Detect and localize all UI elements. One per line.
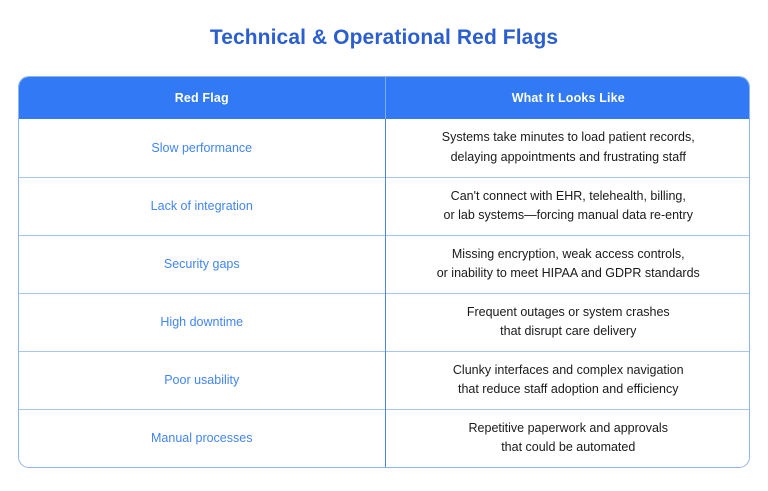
column-header-what-it-looks-like: What It Looks Like bbox=[385, 77, 749, 119]
table-header-row: Red Flag What It Looks Like bbox=[19, 77, 749, 119]
red-flag-description: Repetitive paperwork and approvals that … bbox=[385, 408, 749, 467]
red-flag-label: Manual processes bbox=[19, 408, 386, 467]
red-flag-description: Systems take minutes to load patient rec… bbox=[385, 119, 749, 177]
description-line: delaying appointments and frustrating st… bbox=[450, 149, 686, 164]
red-flag-description: Can't connect with EHR, telehealth, bill… bbox=[385, 176, 749, 235]
description-line: that disrupt care delivery bbox=[500, 324, 637, 338]
table-header: Red Flag What It Looks Like bbox=[19, 77, 749, 119]
table-row: High downtime Frequent outages or system… bbox=[19, 292, 749, 351]
page-title: Technical & Operational Red Flags bbox=[209, 26, 559, 49]
table-row: Security gaps Missing encryption, weak a… bbox=[19, 234, 749, 293]
table-row: Poor usability Clunky interfaces and com… bbox=[19, 350, 749, 409]
description-line: that could be automated bbox=[501, 440, 636, 455]
description-line: that reduce staff adoption and efficienc… bbox=[457, 382, 679, 396]
red-flag-label: Security gaps bbox=[19, 234, 386, 293]
table-row: Slow performance Systems take minutes to… bbox=[19, 119, 749, 177]
table-row: Manual processes Repetitive paperwork an… bbox=[19, 408, 749, 467]
red-flag-description: Missing encryption, weak access controls… bbox=[385, 234, 749, 293]
red-flag-label: Lack of integration bbox=[19, 176, 386, 235]
red-flag-label: Slow performance bbox=[19, 119, 386, 177]
red-flag-label: High downtime bbox=[19, 292, 386, 351]
red-flags-table: Red Flag What It Looks Like Slow perform… bbox=[19, 77, 749, 467]
description-line: Clunky interfaces and complex navigation bbox=[452, 362, 684, 377]
description-line: or inability to meet HIPAA and GDPR stan… bbox=[436, 266, 700, 280]
red-flag-label: Poor usability bbox=[19, 350, 386, 409]
red-flag-description: Frequent outages or system crashes that … bbox=[385, 292, 749, 351]
red-flags-table-container: Red Flag What It Looks Like Slow perform… bbox=[18, 76, 750, 468]
table-row: Lack of integration Can't connect with E… bbox=[19, 176, 749, 235]
description-line: Frequent outages or system crashes bbox=[466, 304, 670, 319]
description-line: Systems take minutes to load patient rec… bbox=[441, 130, 695, 145]
column-header-red-flag: Red Flag bbox=[19, 77, 386, 119]
description-line: Repetitive paperwork and approvals bbox=[468, 420, 668, 435]
description-line: or lab systems—forcing manual data re-en… bbox=[443, 208, 693, 222]
red-flag-description: Clunky interfaces and complex navigation… bbox=[385, 350, 749, 409]
description-line: Can't connect with EHR, telehealth, bill… bbox=[450, 188, 686, 203]
table-body: Slow performance Systems take minutes to… bbox=[19, 119, 749, 467]
description-line: Missing encryption, weak access controls… bbox=[451, 246, 685, 261]
